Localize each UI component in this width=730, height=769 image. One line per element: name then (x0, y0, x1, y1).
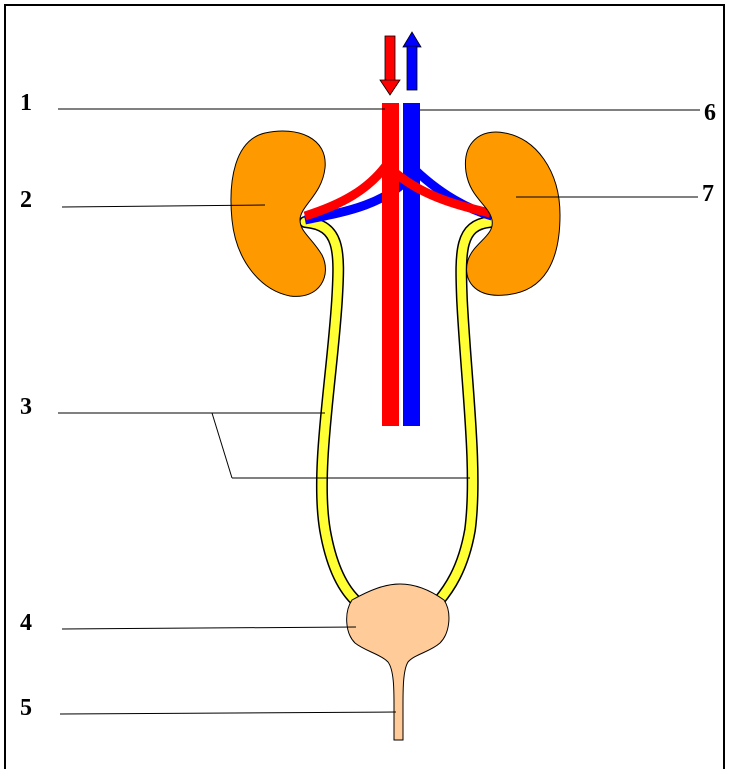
leader-line-5 (60, 712, 396, 714)
venous-outflow-arrow (403, 32, 421, 90)
label-6: 6 (704, 100, 716, 126)
diagram-frame (5, 5, 724, 769)
label-5: 5 (20, 695, 32, 721)
label-1: 1 (20, 90, 32, 116)
label-4: 4 (20, 610, 32, 636)
aorta (382, 103, 399, 426)
label-2: 2 (20, 187, 32, 213)
leader-line-4 (62, 627, 356, 629)
arterial-inflow-arrow (380, 36, 400, 95)
bladder (347, 584, 449, 740)
leader-line-3b (212, 413, 232, 478)
blood-flow-arrows (380, 32, 421, 95)
inferior-vena-cava (403, 103, 420, 426)
label-3: 3 (20, 394, 32, 420)
label-7: 7 (702, 181, 714, 207)
